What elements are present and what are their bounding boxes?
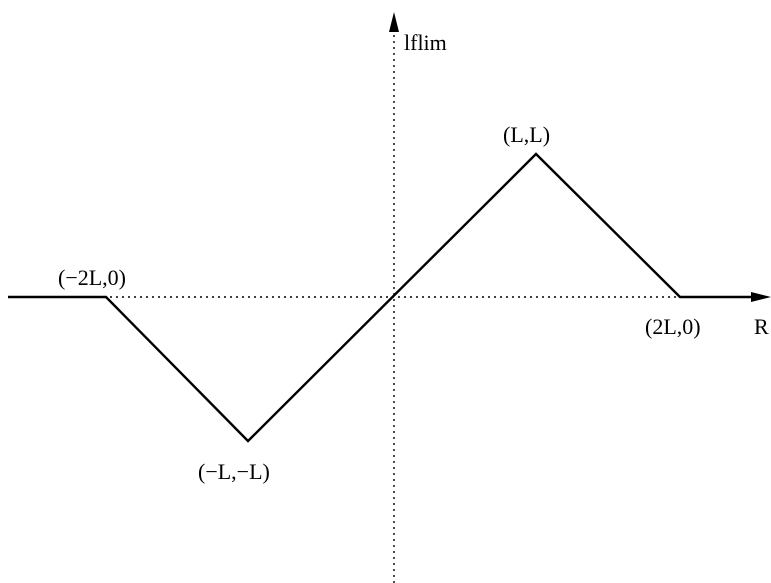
x-axis-label: R: [754, 314, 769, 339]
y-axis-label: lflim: [404, 30, 447, 55]
x-axis-arrowhead: [751, 292, 771, 302]
y-axis-arrowhead: [389, 12, 399, 32]
point-label-negL-negL: (−L,−L): [198, 459, 270, 484]
piecewise-curve: [8, 152, 752, 443]
point-label-neg2L-0: (−2L,0): [58, 265, 126, 290]
point-label-2L-0: (2L,0): [645, 314, 701, 339]
point-label-L-L: (L,L): [503, 122, 550, 147]
